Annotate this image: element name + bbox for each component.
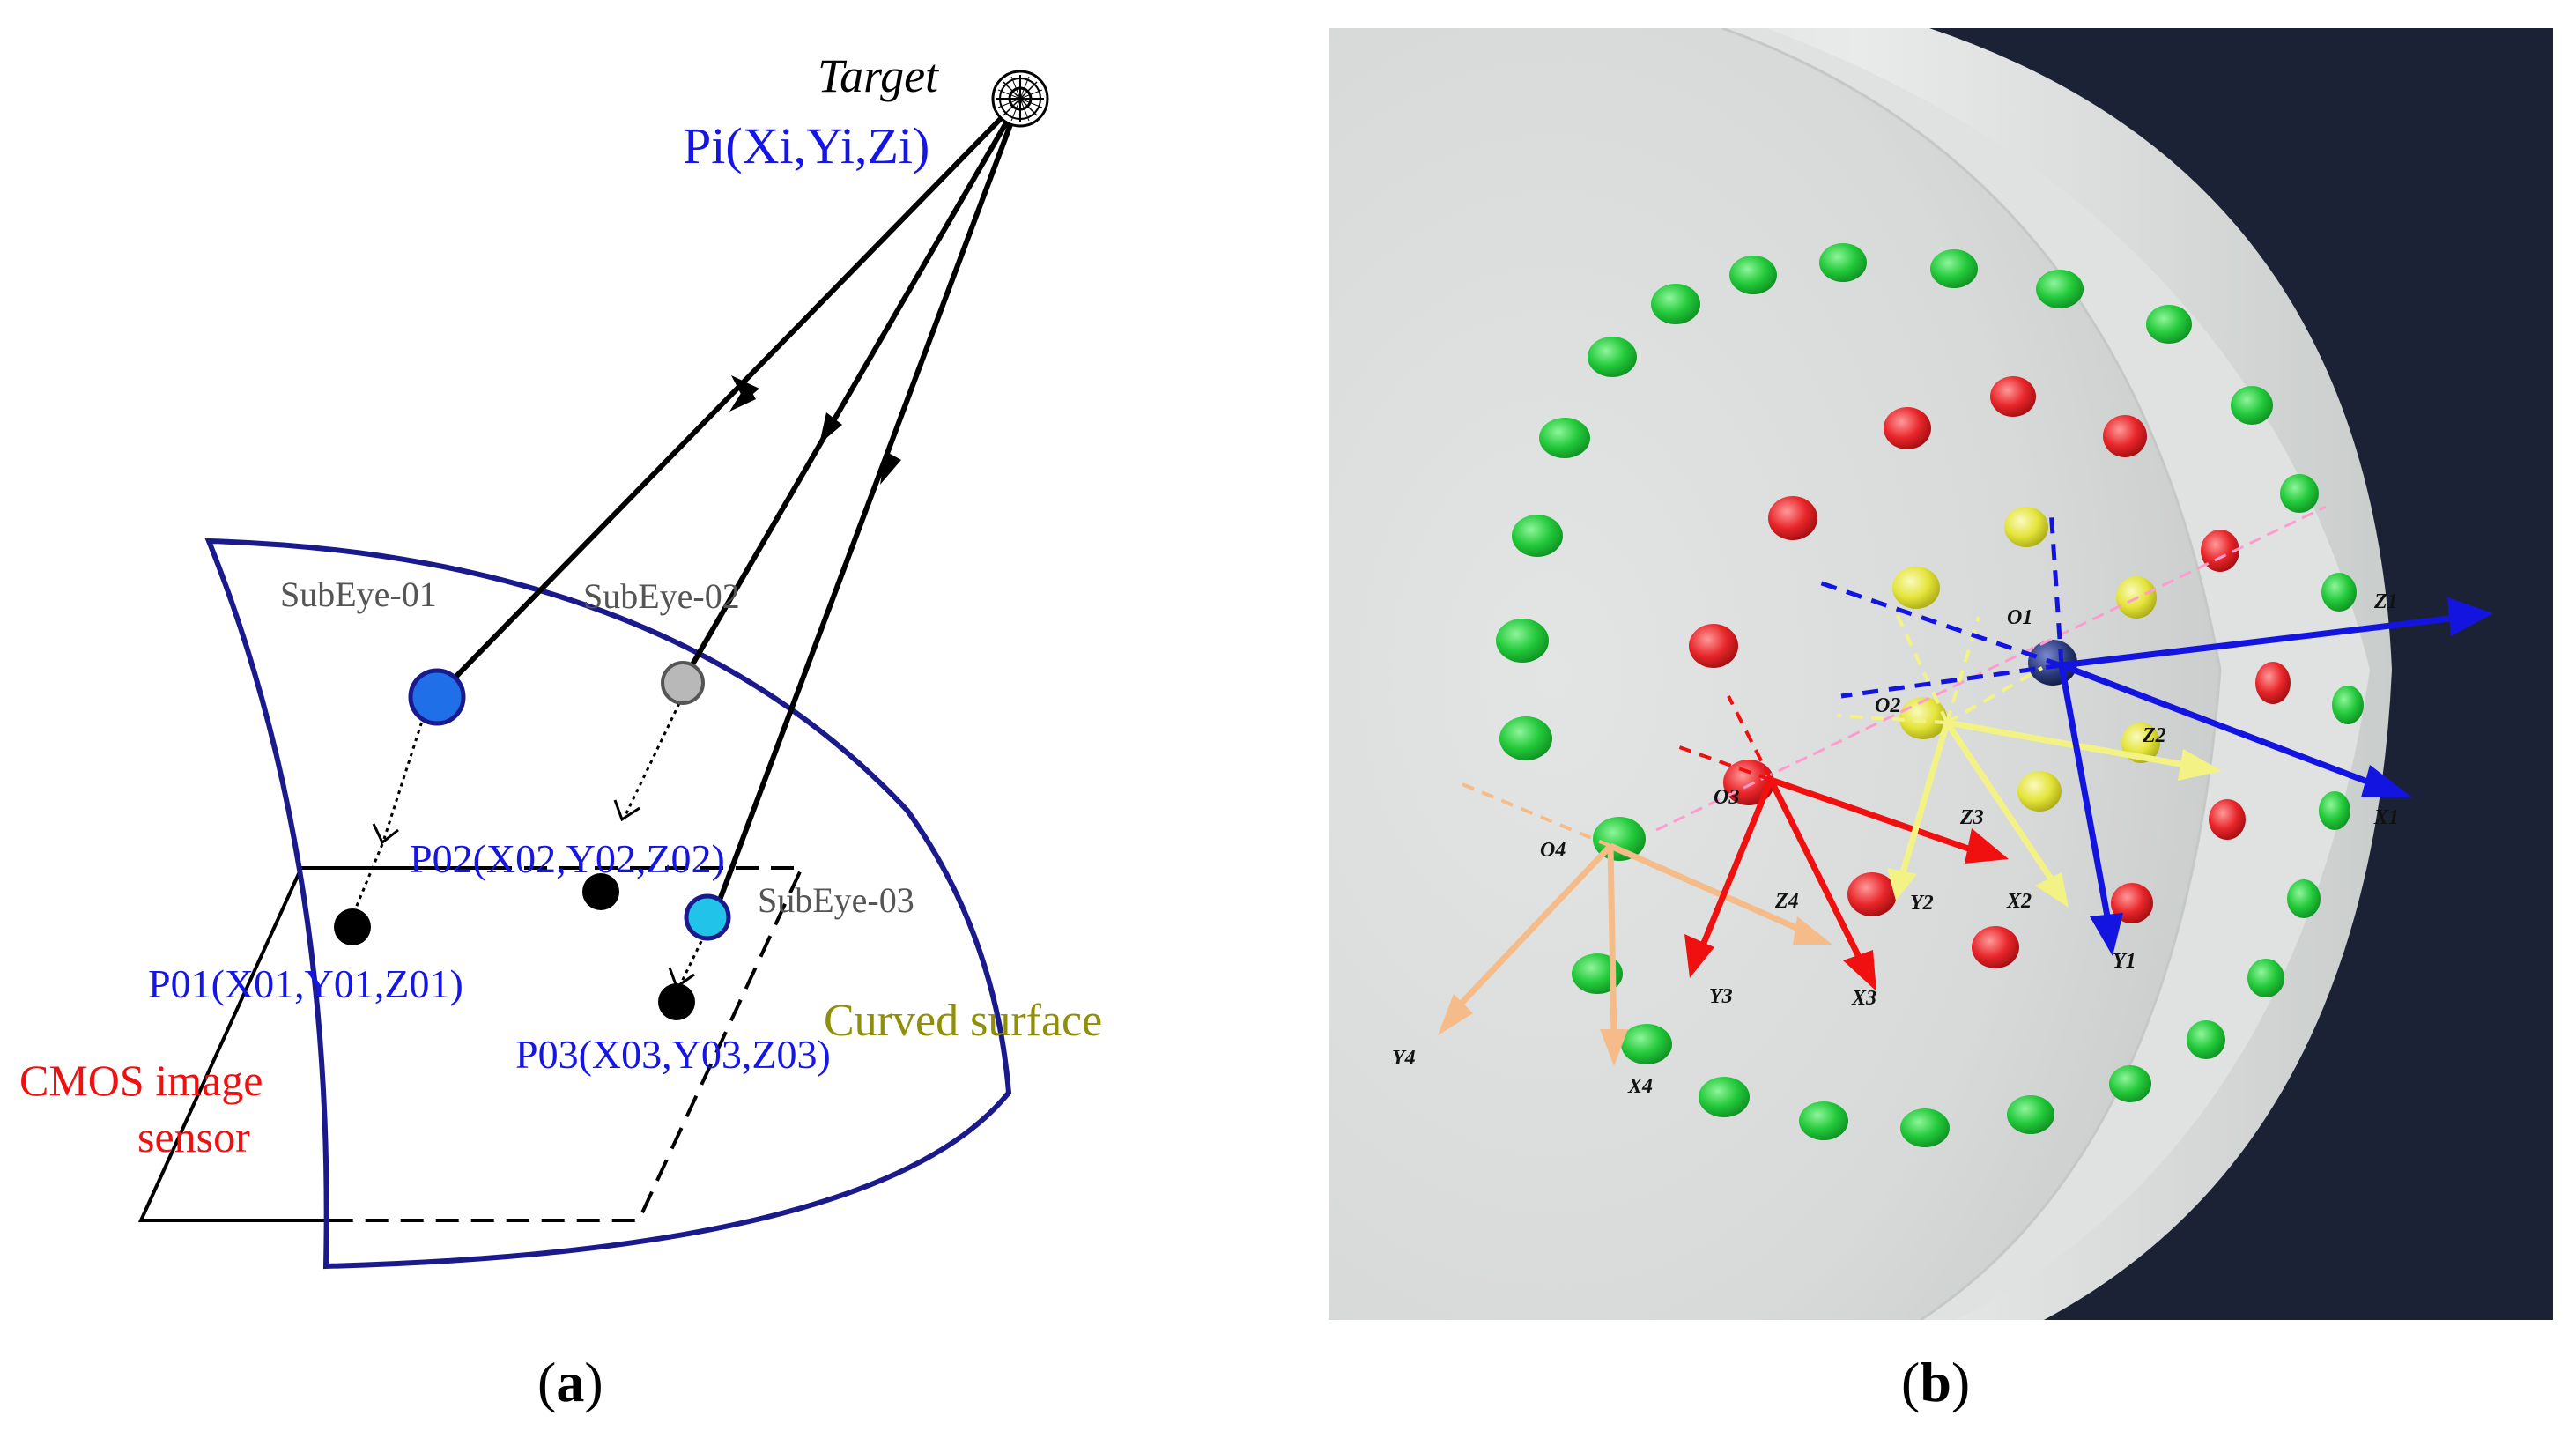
panel-a-diagram: Target Pi(Xi,Yi,Zi) SubEye-01 SubEye-02 … xyxy=(19,49,1102,1413)
label-y2: Y2 xyxy=(1910,892,1934,915)
ray-3-arrow xyxy=(880,451,901,485)
cmos-label-line2: sensor xyxy=(137,1112,250,1161)
projection-1 xyxy=(382,707,428,840)
label-o4: O4 xyxy=(1540,839,1566,862)
subeye-03-lens xyxy=(684,893,731,941)
label-z1: Z1 xyxy=(2373,590,2398,613)
subeye-01-label: SubEye-01 xyxy=(280,575,437,614)
axes-o4 xyxy=(1438,782,1832,1066)
axes-o3 xyxy=(1671,695,2009,991)
subeye-02-label: SubEye-02 xyxy=(583,576,740,616)
p03-label: P03(X03,Y03,Z03) xyxy=(515,1032,831,1077)
label-x3: X3 xyxy=(1851,987,1876,1010)
label-y4: Y4 xyxy=(1392,1047,1416,1070)
label-y3: Y3 xyxy=(1709,985,1733,1008)
curved-surface-outline xyxy=(204,538,1012,1270)
dome-surface xyxy=(1329,28,2220,1320)
label-o2: O2 xyxy=(1875,694,1900,717)
axes-o1 xyxy=(1816,508,2493,956)
label-z3: Z3 xyxy=(1959,806,1984,829)
label-z2: Z2 xyxy=(2142,724,2166,747)
ray-1-arrow xyxy=(729,383,756,412)
panel-b-rendering: O1 O2 O3 O4 Z1 Z2 Z3 Z4 X1 X2 X3 X4 Y1 Y… xyxy=(1329,28,2553,1413)
red-lens-ring xyxy=(1689,376,2291,968)
ray-1 xyxy=(434,96,1023,699)
label-x4: X4 xyxy=(1627,1075,1653,1098)
target-label: Target xyxy=(818,49,940,102)
image-point-p03 xyxy=(658,983,695,1020)
cmos-sensor-plane-solid xyxy=(137,866,489,1222)
p02-label: P02(X02,Y02,Z02) xyxy=(410,836,725,881)
caption-b: (b) xyxy=(1901,1351,1970,1413)
projection-1b xyxy=(351,843,384,917)
ray-2-arrow xyxy=(819,412,842,444)
curved-surface-label: Curved surface xyxy=(824,996,1102,1046)
subeye-02-lens xyxy=(661,661,705,705)
dome-edge xyxy=(1721,28,2222,1320)
target-icon xyxy=(991,70,1049,128)
image-point-p02 xyxy=(582,873,619,910)
projection-2-arrow xyxy=(613,799,640,822)
label-o3: O3 xyxy=(1714,786,1739,809)
caption-a: (a) xyxy=(537,1351,603,1413)
axis-labels: O1 O2 O3 O4 Z1 Z2 Z3 Z4 X1 X2 X3 X4 Y1 Y… xyxy=(1392,590,2399,1098)
label-y1: Y1 xyxy=(2113,950,2136,973)
projection-1-arrow xyxy=(372,823,399,845)
subeye-01-lens xyxy=(408,668,466,726)
ray-3 xyxy=(711,97,1023,918)
target-coordinate-label: Pi(Xi,Yi,Zi) xyxy=(683,117,929,174)
p01-label: P01(X01,Y01,Z01) xyxy=(148,961,463,1006)
label-x2: X2 xyxy=(2006,890,2032,913)
label-o1: O1 xyxy=(2007,606,2032,629)
cmos-label-line1: CMOS image xyxy=(19,1056,263,1105)
label-x1: X1 xyxy=(2373,806,2399,829)
label-z4: Z4 xyxy=(1774,890,1799,913)
projection-3 xyxy=(678,933,707,986)
green-lens-ring xyxy=(1496,243,2364,1147)
ray-2 xyxy=(680,97,1023,683)
image-point-p01 xyxy=(334,908,371,945)
projection-2 xyxy=(624,695,685,816)
subeye-03-label: SubEye-03 xyxy=(758,880,914,920)
cmos-sensor-plane-dashed xyxy=(344,866,805,1222)
